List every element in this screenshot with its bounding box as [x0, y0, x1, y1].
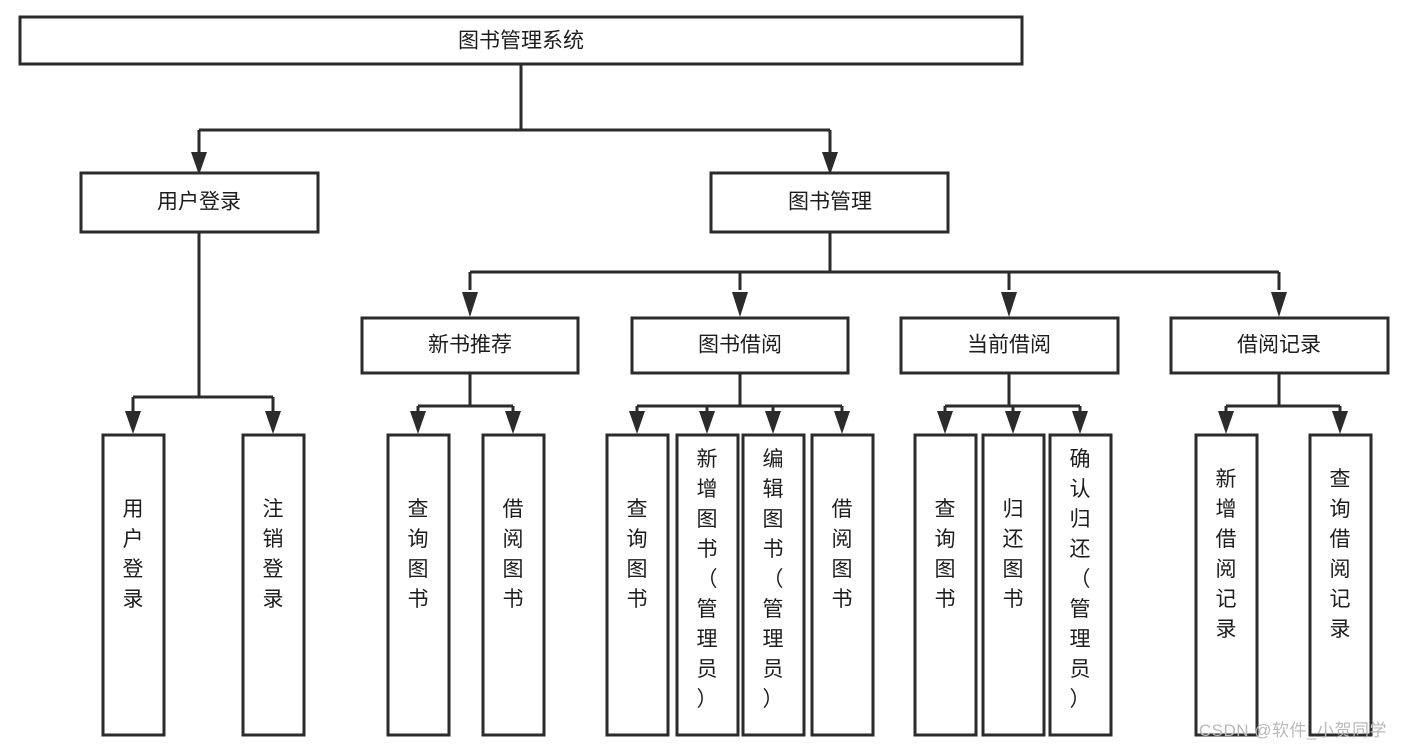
- node-new-book-recommend[interactable]: 新书推荐: [360, 316, 580, 375]
- connector-book-borrow-to-leaves: [635, 373, 844, 414]
- leaf-node-box[interactable]: [1194, 433, 1259, 737]
- node-user-login-box[interactable]: [79, 171, 320, 234]
- leaf-node-label: 新增借阅记录: [1216, 468, 1237, 641]
- node-new-book-recommend-label: 新书推荐: [428, 334, 512, 357]
- node-user-login-label: 用户登录: [157, 191, 241, 214]
- connector-user-login-to-leaves: [131, 232, 275, 413]
- arrow-to-leaf-borrow-book-2: [834, 411, 850, 434]
- leaf-node-box[interactable]: [605, 433, 670, 737]
- arrow-to-leaf-query-book-2: [629, 411, 645, 434]
- node-current-borrow[interactable]: 当前借阅: [899, 316, 1120, 375]
- leaf-node-box[interactable]: [386, 433, 451, 737]
- connector-layer: [125, 64, 1348, 434]
- leaf-node-box[interactable]: [913, 433, 978, 737]
- node-book-borrow[interactable]: 图书借阅: [630, 316, 850, 375]
- leaf-node[interactable]: 查询图书: [605, 433, 670, 737]
- leaf-node[interactable]: 查询借阅记录: [1308, 433, 1373, 737]
- leaf-node-label: 用户登录: [123, 498, 144, 611]
- node-borrow-record-box[interactable]: [1169, 316, 1390, 375]
- node-borrow-record-label: 借阅记录: [1237, 334, 1321, 357]
- node-current-borrow-label: 当前借阅: [967, 334, 1051, 357]
- leaf-node-label: 查询图书: [408, 498, 429, 611]
- arrow-to-new-book-recommend: [462, 292, 478, 317]
- arrow-to-current-borrow: [1001, 292, 1017, 317]
- node-root-label: 图书管理系统: [458, 30, 584, 53]
- node-book-manage-label: 图书管理: [788, 191, 872, 214]
- leaf-node-label: 注销登录: [263, 498, 284, 611]
- arrow-to-leaf-confirm-return: [1072, 411, 1088, 434]
- connector-book-manage-to-level2: [468, 232, 1281, 290]
- arrow-to-leaf-query-book-3: [937, 411, 953, 434]
- node-book-borrow-box[interactable]: [630, 316, 850, 375]
- arrow-to-leaf-borrow-book-1: [505, 411, 521, 434]
- arrow-to-leaf-return-book: [1005, 411, 1021, 434]
- leaf-node-label: 编辑图书（管理员）: [763, 448, 784, 711]
- arrow-to-leaf-user-login: [125, 411, 141, 434]
- arrow-to-leaf-edit-book: [765, 411, 781, 434]
- node-current-borrow-box[interactable]: [899, 316, 1120, 375]
- leaf-node[interactable]: 注销登录: [241, 433, 306, 737]
- leaf-node-label: 归还图书: [1003, 498, 1024, 611]
- connector-borrow-record-to-leaves: [1224, 373, 1342, 414]
- node-book-manage-box[interactable]: [709, 171, 950, 234]
- leaf-node-label: 查询借阅记录: [1330, 468, 1351, 641]
- arrow-to-borrow-record: [1271, 292, 1287, 317]
- node-borrow-record[interactable]: 借阅记录: [1169, 316, 1390, 375]
- leaf-node[interactable]: 借阅图书: [810, 433, 875, 737]
- leaf-node-box[interactable]: [810, 433, 875, 737]
- leaf-node-box[interactable]: [1308, 433, 1373, 737]
- node-book-manage[interactable]: 图书管理: [709, 171, 950, 234]
- leaf-node[interactable]: 查询图书: [386, 433, 451, 737]
- leaf-node-box[interactable]: [981, 433, 1046, 737]
- leaf-node[interactable]: 编辑图书（管理员）: [741, 433, 806, 737]
- connector-current-borrow-to-leaves: [943, 373, 1082, 414]
- node-root-box[interactable]: [18, 15, 1024, 66]
- leaf-node-label: 借阅图书: [832, 498, 853, 611]
- leaf-node[interactable]: 确认归还（管理员）: [1048, 433, 1113, 737]
- arrow-to-user-login: [191, 152, 207, 175]
- leaf-node-box[interactable]: [675, 433, 740, 737]
- leaf-node-box[interactable]: [241, 433, 306, 737]
- leaf-node[interactable]: 用户登录: [101, 433, 166, 737]
- connector-root-to-level1: [197, 64, 832, 160]
- leaf-node-label: 借阅图书: [503, 498, 524, 611]
- leaf-node[interactable]: 借阅图书: [481, 433, 546, 737]
- leaf-node[interactable]: 新增借阅记录: [1194, 433, 1259, 737]
- node-user-login[interactable]: 用户登录: [79, 171, 320, 234]
- leaf-node-label: 新增图书（管理员）: [697, 448, 718, 711]
- leaf-node-label: 确认归还（管理员）: [1070, 448, 1091, 711]
- leaf-node-box[interactable]: [1048, 433, 1113, 737]
- leaf-node[interactable]: 查询图书: [913, 433, 978, 737]
- arrow-to-leaf-add-book: [699, 411, 715, 434]
- arrow-to-leaf-query-record: [1332, 411, 1348, 434]
- connector-new-book-recommend-to-leaves: [416, 373, 515, 414]
- arrow-to-book-borrow: [732, 292, 748, 317]
- leaf-node[interactable]: 新增图书（管理员）: [675, 433, 740, 737]
- arrow-to-leaf-query-book-1: [410, 411, 426, 434]
- node-book-borrow-label: 图书借阅: [698, 334, 782, 357]
- arrow-to-leaf-user-logout: [265, 411, 281, 434]
- leaf-node-label: 查询图书: [627, 498, 648, 611]
- arrow-to-book-manage: [822, 152, 838, 175]
- leaf-node[interactable]: 归还图书: [981, 433, 1046, 737]
- node-new-book-recommend-box[interactable]: [360, 316, 580, 375]
- leaf-node-box[interactable]: [741, 433, 806, 737]
- leaf-node-box[interactable]: [101, 433, 166, 737]
- leaf-node-label: 查询图书: [935, 498, 956, 611]
- arrow-to-leaf-add-record: [1218, 411, 1234, 434]
- node-root[interactable]: 图书管理系统: [18, 15, 1024, 66]
- leaf-node-box[interactable]: [481, 433, 546, 737]
